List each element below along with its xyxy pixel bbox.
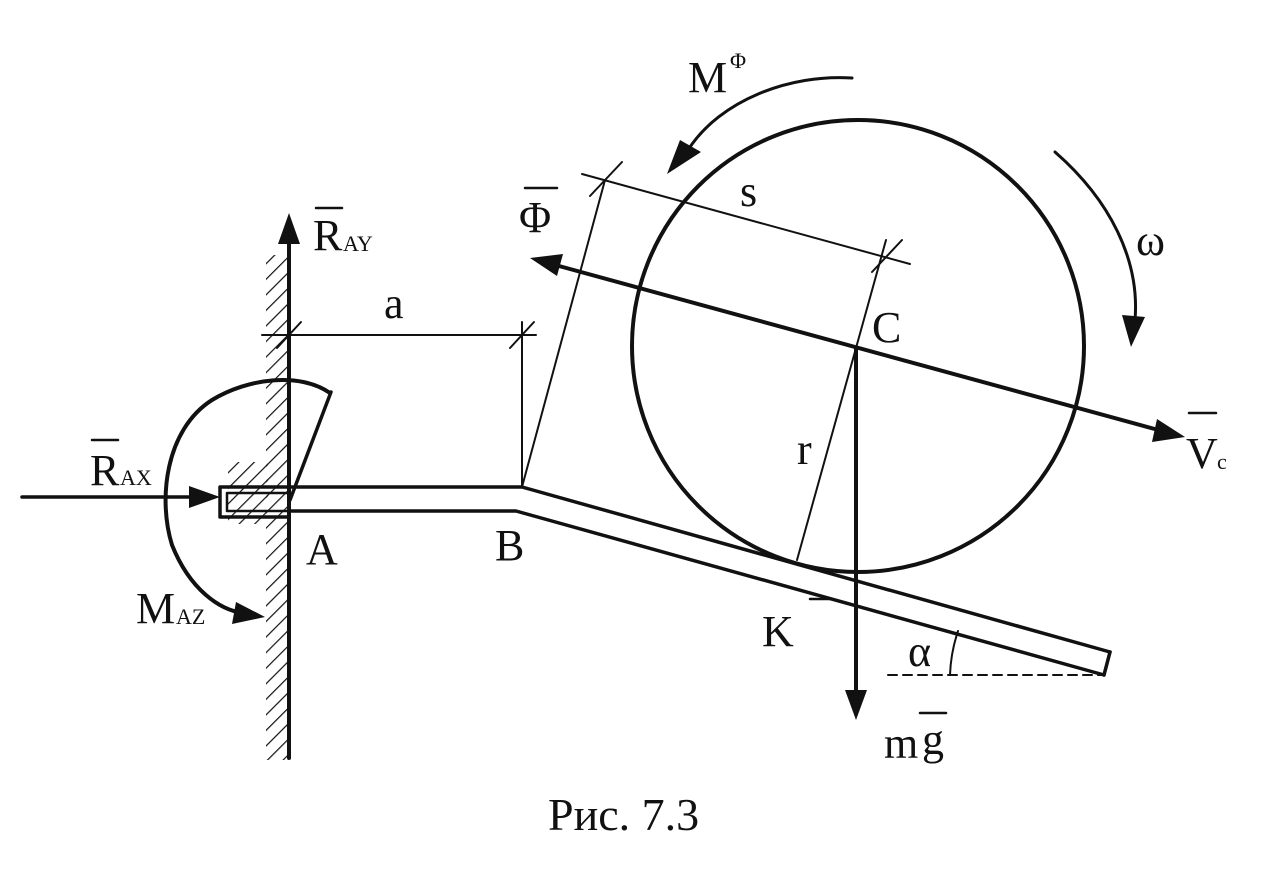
- m-phi-arc: [686, 76, 854, 152]
- figure-caption: Рис. 7.3: [548, 789, 699, 840]
- m-az-label: M: [136, 584, 175, 633]
- dimension-a: [261, 321, 537, 488]
- beam-embedded-outer: [218, 485, 291, 519]
- gravity-arrowhead: [845, 690, 867, 720]
- dim-s-extension-left: [521, 179, 606, 488]
- c-label: C: [872, 303, 901, 352]
- dim-a-tick-left: [276, 321, 302, 349]
- alpha-label: α: [908, 627, 931, 676]
- dim-s-tick-right: [871, 239, 903, 273]
- wall: [266, 238, 291, 760]
- omega-label: ω: [1136, 216, 1165, 265]
- beam: [218, 485, 1112, 677]
- omega-arc: [1053, 150, 1138, 322]
- mg-g-label: g: [922, 715, 944, 764]
- velocity-arrowhead: [1152, 419, 1185, 442]
- beam-bottom-edge: [287, 509, 1106, 677]
- r-ax-subscript: AX: [120, 465, 152, 490]
- dim-a-tick-right: [509, 321, 535, 349]
- m-phi-label: M: [688, 53, 727, 102]
- dim-s-line: [581, 173, 911, 265]
- r-ay-subscript: AY: [343, 231, 373, 256]
- m-az-arc-end: [288, 390, 333, 502]
- v-label: V: [1186, 429, 1218, 478]
- phi-arrowhead: [530, 254, 563, 276]
- dimension-s: [521, 161, 911, 488]
- point-b-label: B: [495, 521, 524, 570]
- r-ax-label: R: [90, 446, 120, 495]
- dim-s-extension-right: [855, 239, 887, 349]
- beam-end: [1102, 650, 1112, 677]
- wall-hatching: [266, 255, 289, 760]
- r-label: r: [797, 425, 812, 474]
- phi-label: Φ: [519, 193, 551, 242]
- m-az-arrowhead: [232, 602, 265, 624]
- dim-s-tick-left: [589, 161, 623, 197]
- v-subscript: c: [1217, 449, 1227, 474]
- alpha-arc: [949, 630, 959, 676]
- beam-embedded-inner: [225, 491, 291, 513]
- s-label: s: [740, 167, 757, 216]
- point-k-label: K: [762, 607, 794, 656]
- r-ay-arrowhead: [278, 213, 300, 244]
- radius-line: [796, 347, 857, 561]
- mg-m-label: m: [884, 719, 918, 768]
- point-a-label: A: [306, 525, 338, 574]
- m-az-arc: [163, 378, 332, 615]
- r-ay-label: R: [313, 211, 343, 260]
- m-phi-arrowhead: [667, 140, 701, 174]
- omega-arrowhead: [1122, 315, 1145, 347]
- r-ax-arrowhead: [189, 486, 220, 508]
- a-label: a: [384, 279, 404, 328]
- m-az-subscript: AZ: [176, 604, 205, 629]
- m-phi-superscript: Φ: [730, 48, 746, 73]
